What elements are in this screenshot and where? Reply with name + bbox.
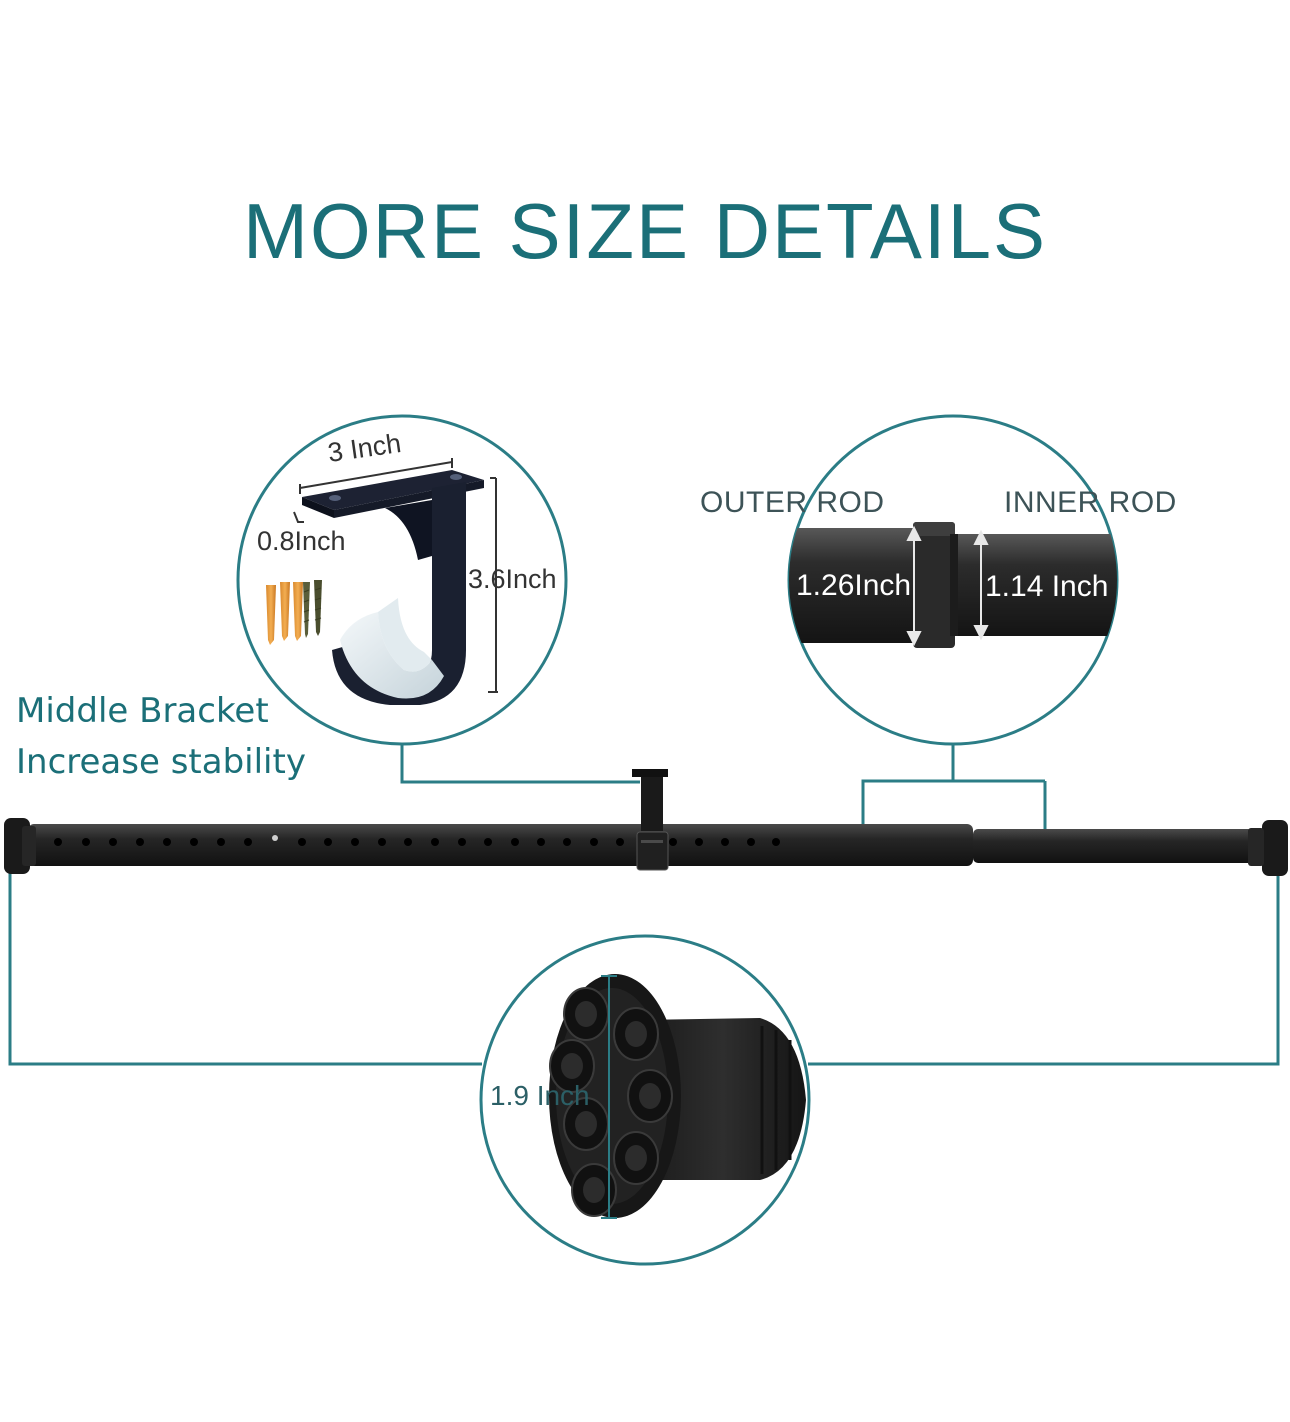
outer-rod bbox=[28, 824, 973, 866]
right-cap-connector bbox=[808, 872, 1280, 1066]
middle-bracket-label: Middle Bracket bbox=[16, 691, 269, 731]
rod-detail-circle bbox=[787, 414, 1119, 746]
page-title: MORE SIZE DETAILS bbox=[242, 187, 1048, 275]
rod-closeup-image bbox=[789, 522, 1117, 648]
connector-lines bbox=[8, 744, 1280, 1066]
bracket-dimension-lines bbox=[293, 458, 498, 693]
outer-rod-diameter-label: 1.26Inch bbox=[796, 569, 912, 602]
inner-rod-diameter-label: 1.14 Inch bbox=[985, 570, 1109, 603]
rod-holes bbox=[54, 835, 780, 846]
screws-image bbox=[266, 580, 322, 645]
inner-rod bbox=[973, 829, 1253, 863]
end-cap-image bbox=[549, 974, 806, 1218]
bracket-connector bbox=[400, 744, 640, 784]
bracket-depth-label: 0.8Inch bbox=[257, 526, 346, 556]
bracket-height-label: 3.6Inch bbox=[468, 564, 557, 594]
middle-bracket-on-rod bbox=[632, 769, 669, 871]
right-end-cap bbox=[1262, 820, 1288, 876]
end-cap-dimension-line bbox=[601, 975, 617, 1219]
stability-label: Increase stability bbox=[16, 742, 306, 782]
bracket-detail-circle bbox=[236, 414, 568, 746]
left-cap-connector bbox=[8, 870, 482, 1066]
rod-connector bbox=[861, 744, 955, 832]
tension-rod-image bbox=[4, 769, 1288, 876]
end-cap-diameter-label: 1.9 Inch bbox=[490, 1080, 590, 1111]
rod-dimension-arrows bbox=[906, 525, 989, 647]
outer-rod-label: OUTER ROD bbox=[700, 486, 885, 519]
end-cap-detail-circle bbox=[479, 934, 811, 1266]
inner-rod-label: INNER ROD bbox=[1004, 486, 1177, 519]
